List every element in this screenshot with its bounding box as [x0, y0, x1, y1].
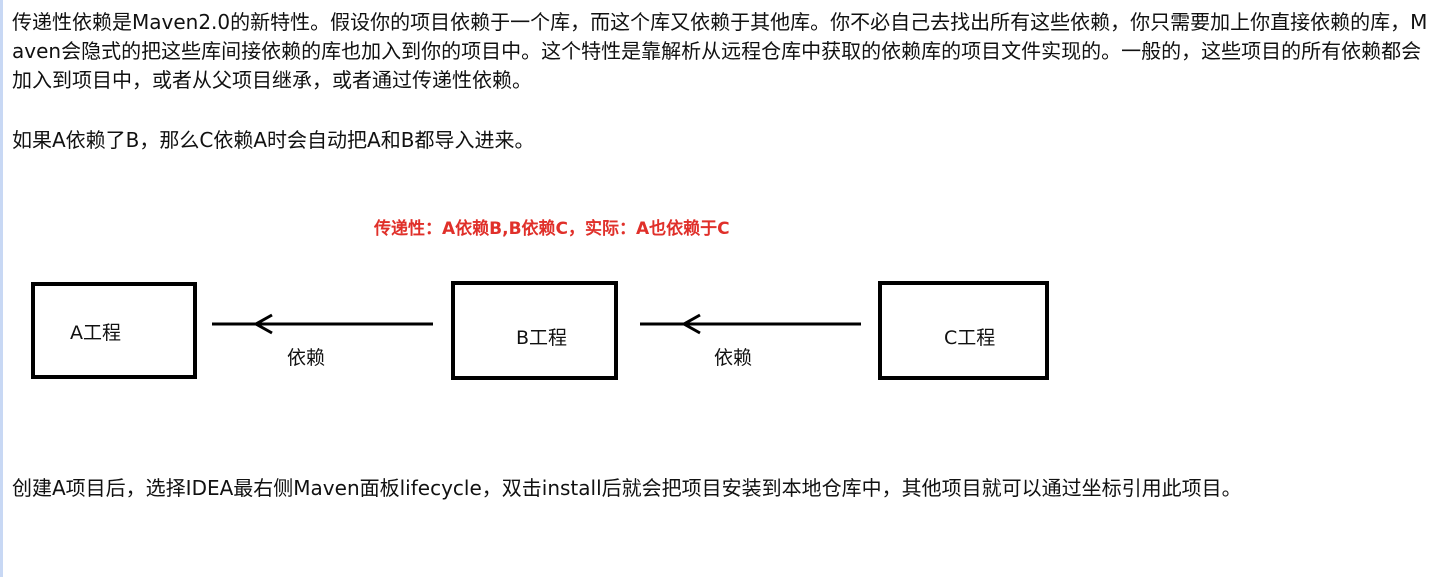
diagram-title: 传递性：A依赖B,B依赖C，实际：A也依赖于C [374, 219, 730, 239]
arrow-c-to-b-head [680, 313, 701, 335]
edge-b-to-a-label: 依赖 [287, 347, 326, 369]
edge-c-to-b-label: 依赖 [714, 347, 753, 369]
install-paragraph: 创建A项目后，选择IDEA最右侧Maven面板lifecycle，双击insta… [12, 476, 1242, 500]
arrow-c-to-b [640, 313, 861, 335]
left-margin-rule [0, 0, 3, 577]
node-a-box [31, 282, 197, 379]
node-b-label: B工程 [516, 327, 568, 349]
node-a-label: A工程 [70, 322, 121, 344]
node-c-box [878, 281, 1049, 380]
example-paragraph: 如果A依赖了B，那么C依赖A时会自动把A和B都导入进来。 [12, 128, 535, 152]
node-c-label: C工程 [944, 327, 996, 349]
node-b-box [451, 281, 618, 380]
arrow-b-to-a-head [252, 313, 273, 335]
arrow-b-to-a [212, 313, 433, 335]
intro-paragraph: 传递性依赖是Maven2.0的新特性。假设你的项目依赖于一个库，而这个库又依赖于… [12, 10, 1428, 92]
